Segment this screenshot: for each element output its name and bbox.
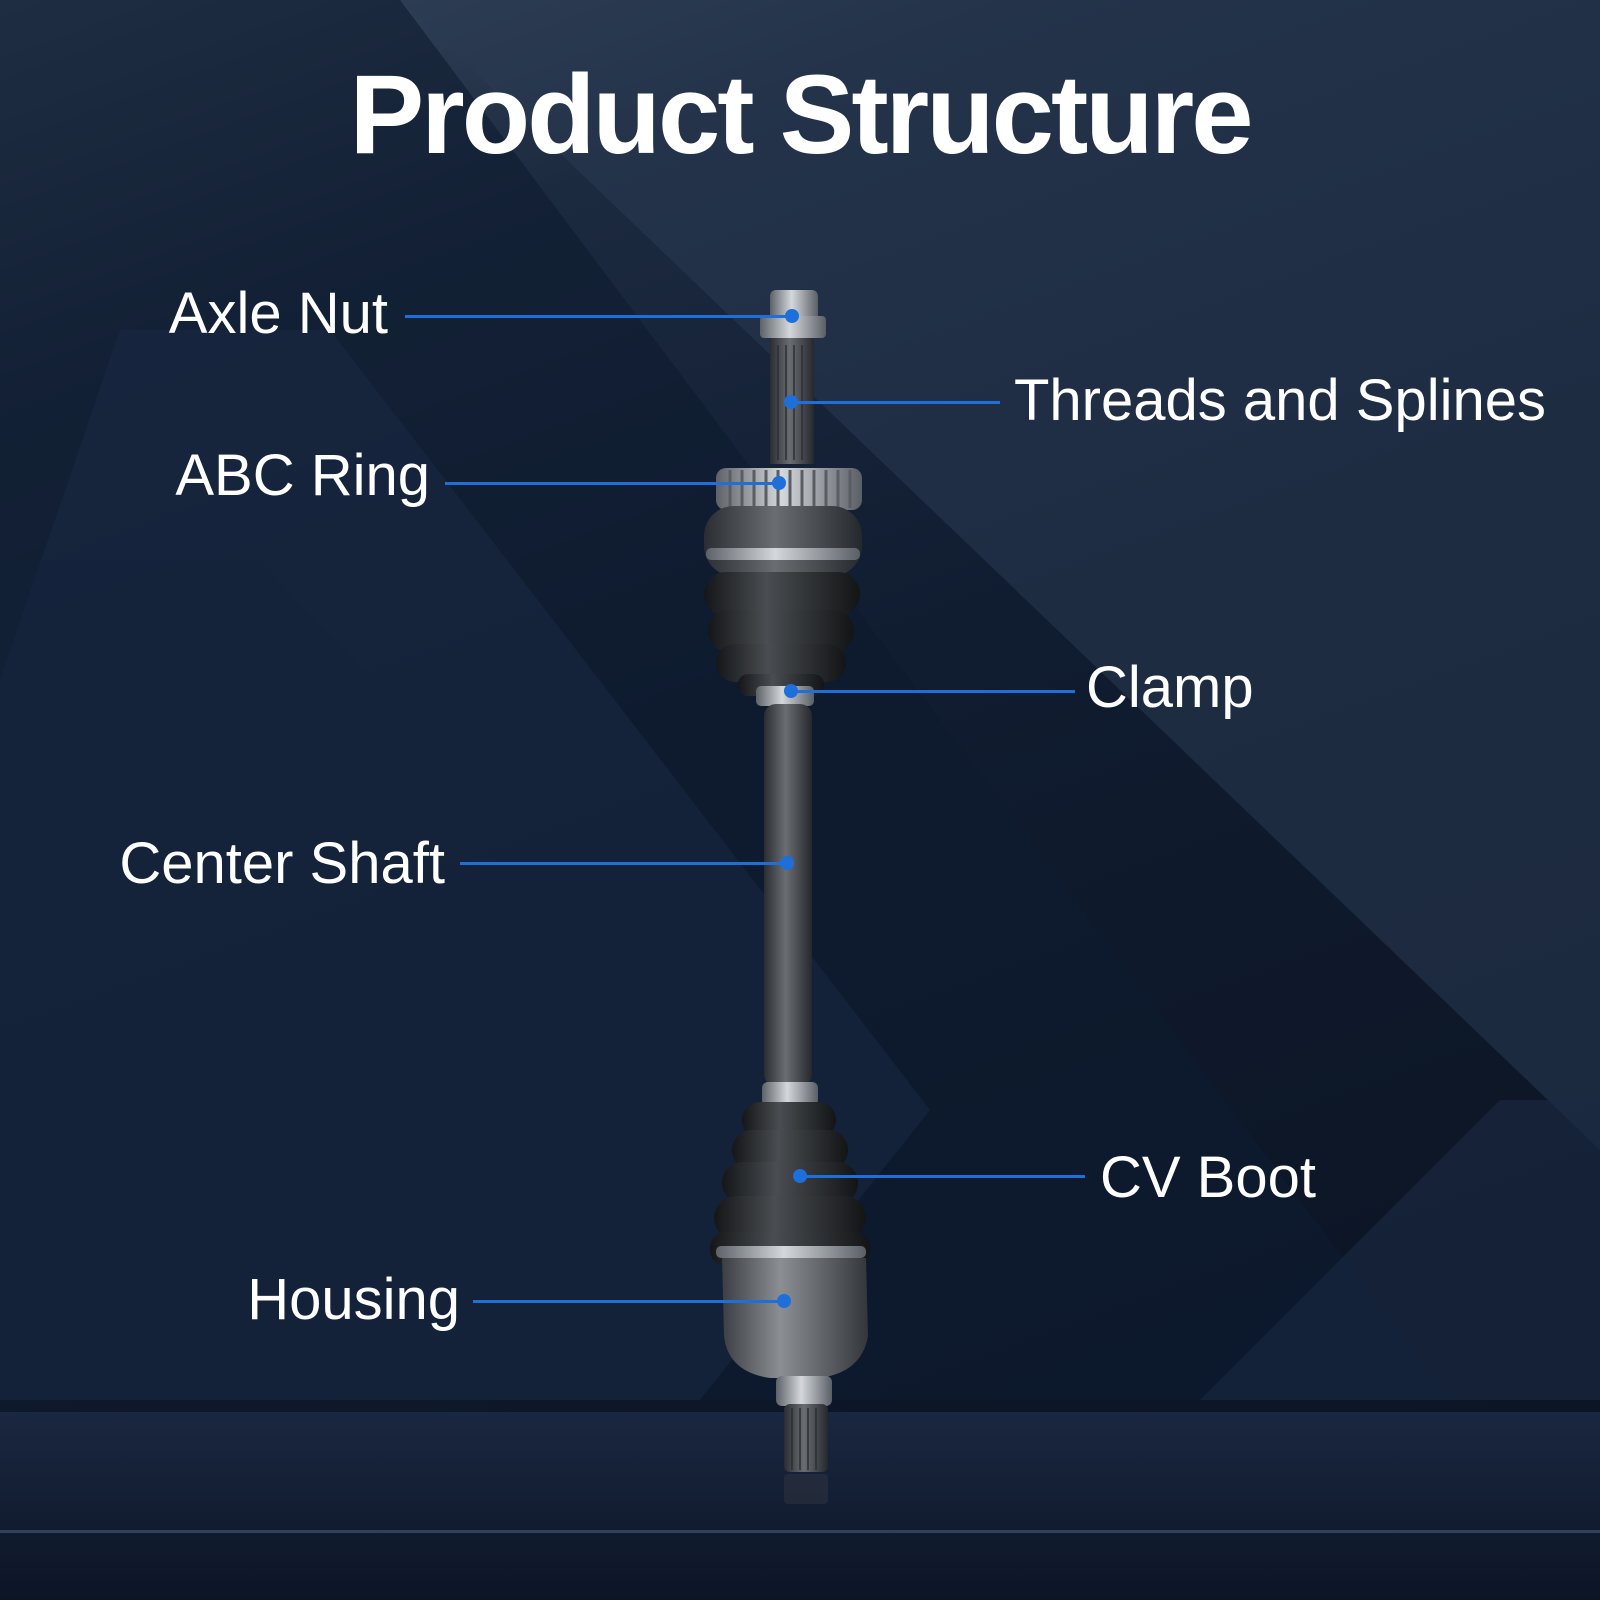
leader-threads-splines: [790, 401, 1000, 404]
leader-center-shaft: [460, 862, 790, 865]
leader-housing: [473, 1300, 783, 1303]
label-axle-nut: Axle Nut: [168, 281, 388, 346]
label-clamp: Clamp: [1086, 655, 1254, 720]
label-center-shaft: Center Shaft: [119, 831, 445, 896]
label-cv-boot: CV Boot: [1100, 1145, 1316, 1210]
marker-housing: [777, 1294, 791, 1308]
marker-center-shaft: [780, 856, 794, 870]
marker-threads-splines: [784, 395, 798, 409]
center-shaft-shape: [764, 704, 812, 1086]
upper-boot-shape: [704, 572, 860, 616]
label-threads-splines: Threads and Splines: [1014, 368, 1546, 433]
label-abc-ring: ABC Ring: [175, 443, 430, 508]
marker-cv-boot: [793, 1169, 807, 1183]
page-title: Product Structure: [349, 52, 1253, 177]
leader-clamp: [790, 690, 1075, 693]
marker-abc-ring: [772, 476, 786, 490]
lower-boot-shape: [742, 1102, 836, 1138]
housing-shape: [722, 1258, 868, 1378]
label-housing: Housing: [247, 1267, 460, 1332]
marker-clamp: [784, 684, 798, 698]
leader-axle-nut: [405, 315, 792, 318]
marker-axle-nut: [785, 309, 799, 323]
leader-cv-boot: [800, 1175, 1085, 1178]
leader-abc-ring: [445, 482, 785, 485]
